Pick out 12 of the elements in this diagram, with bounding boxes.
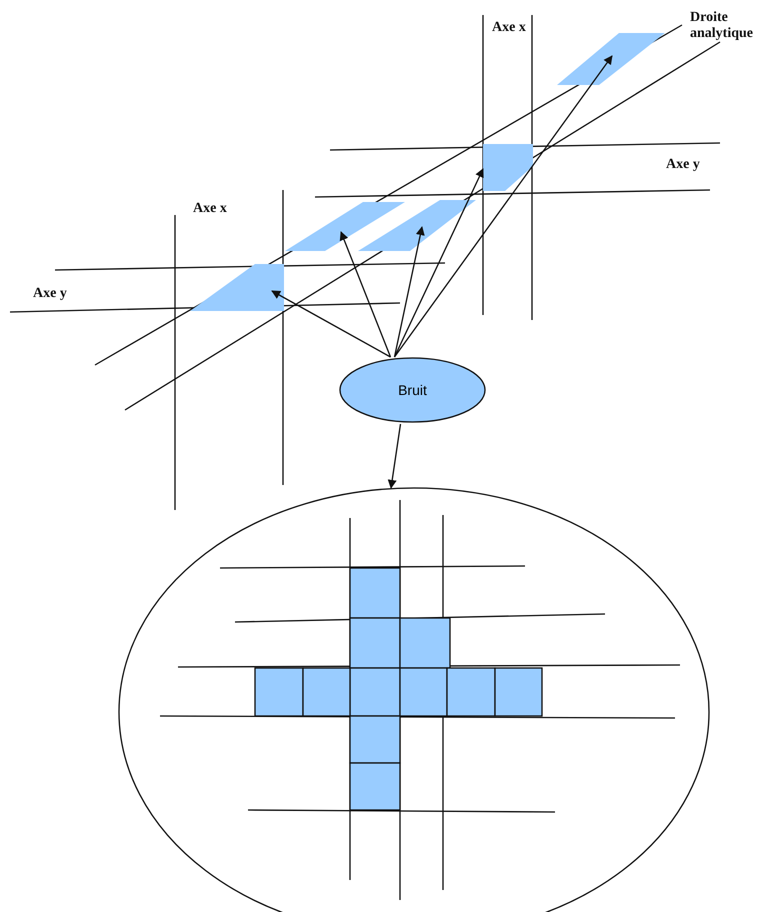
axis-label: Axe y: [33, 286, 67, 302]
arrow: [394, 168, 484, 358]
arrow: [394, 226, 425, 358]
axis-label: Axe x: [492, 20, 526, 36]
axis-label: Axe y: [666, 157, 700, 173]
arrow: [394, 55, 613, 358]
arrow: [340, 231, 392, 358]
node-label: Bruit: [398, 382, 427, 398]
axis-label: Axe x: [193, 201, 227, 217]
line-label: Droite analytique: [690, 10, 754, 42]
arrow: [271, 290, 391, 358]
arrow: [388, 424, 402, 489]
